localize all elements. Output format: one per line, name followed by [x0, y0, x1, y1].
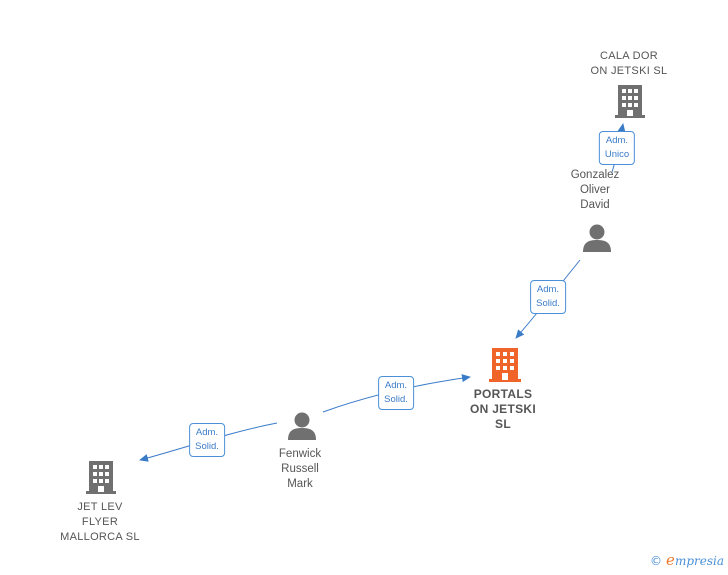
person-icon[interactable] [288, 412, 316, 441]
copyright-icon: © [650, 554, 663, 568]
person-icon[interactable] [583, 224, 611, 253]
node-label-portals[interactable]: PORTALS ON JETSKI SL [469, 387, 537, 431]
main-building-icon[interactable] [489, 348, 521, 382]
building-icon[interactable] [86, 461, 116, 494]
brand-watermark: ©empresia [650, 551, 724, 569]
node-label-fenwick[interactable]: Fenwick Russell Mark [278, 448, 322, 490]
edge-label-adm-solid: Adm. Solid. [530, 280, 566, 314]
edge-label-adm-solid: Adm. Solid. [378, 376, 414, 410]
edge-label-adm-unico: Adm. Unico [598, 131, 636, 165]
brand-name: mpresia [674, 554, 724, 568]
brand-initial: e [666, 551, 675, 569]
building-icon[interactable] [615, 85, 645, 118]
edge-label-adm-solid: Adm. Solid. [189, 423, 225, 457]
node-label-jet-lev[interactable]: JET LEV FLYER MALLORCA SL [60, 501, 140, 543]
node-label-cala-dor[interactable]: CALA DOR ON JETSKI SL [590, 50, 668, 77]
node-label-gonzalez[interactable]: Gonzalez Oliver David [570, 169, 620, 211]
